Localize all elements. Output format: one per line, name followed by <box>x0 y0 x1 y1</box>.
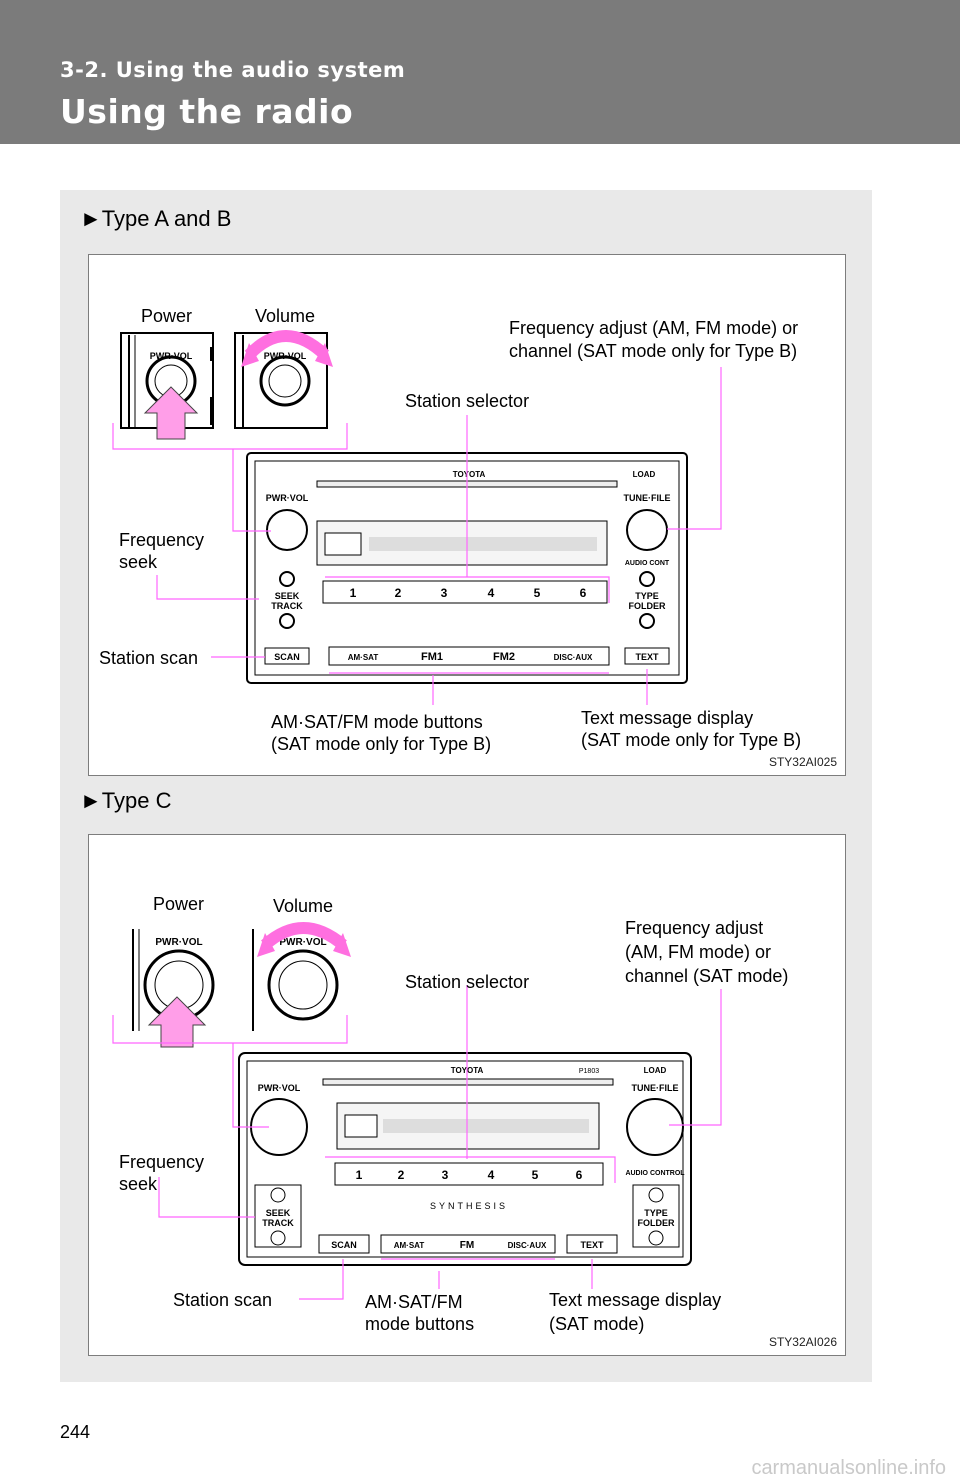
watermark: carmanualsonline.info <box>751 1457 946 1479</box>
radio-diagram-a: PWR·VOL PWR·VOL TOYOTA LOAD PWR·VOL TUNE… <box>112 330 722 705</box>
svg-text:PWR·VOL: PWR·VOL <box>150 351 193 361</box>
callout-text-display-c-1: Text message display <box>549 1290 722 1310</box>
svg-text:TUNE·FILE: TUNE·FILE <box>624 493 671 503</box>
callout-freq-seek-a-2: seek <box>119 552 158 572</box>
callout-volume-a: Volume <box>255 306 316 326</box>
svg-text:3: 3 <box>441 586 448 600</box>
svg-text:SYNTHESIS: SYNTHESIS <box>430 1201 508 1211</box>
page-title: Using the radio <box>60 92 354 131</box>
svg-text:6: 6 <box>576 1168 583 1182</box>
svg-text:PWR·VOL: PWR·VOL <box>155 937 202 948</box>
svg-text:5: 5 <box>534 586 541 600</box>
svg-text:1: 1 <box>356 1168 363 1182</box>
svg-text:4: 4 <box>488 586 495 600</box>
figure-id-a: STY32AI025 <box>768 755 837 769</box>
svg-text:DISC·AUX: DISC·AUX <box>554 653 593 662</box>
svg-text:TYPE: TYPE <box>635 591 659 601</box>
callout-text-display-a-1: Text message display <box>581 708 754 728</box>
callout-freq-adjust-c-3: channel (SAT mode) <box>625 966 789 986</box>
svg-text:DISC·AUX: DISC·AUX <box>508 1241 547 1250</box>
callout-power-a: Power <box>141 306 193 326</box>
callout-freq-adjust-a-1: Frequency adjust (AM, FM mode) or <box>509 318 799 338</box>
svg-text:SCAN: SCAN <box>331 1240 357 1250</box>
power-knob-inset: PWR·VOL <box>120 332 214 440</box>
volume-knob-inset-c: PWR·VOL <box>252 922 351 1031</box>
svg-text:AUDIO CONTROL: AUDIO CONTROL <box>625 1170 685 1177</box>
svg-text:6: 6 <box>580 586 587 600</box>
callout-station-selector-c: Station selector <box>405 972 530 992</box>
section-a-label: ►Type A and B <box>80 206 232 231</box>
section-subtitle: 3-2. Using the audio system <box>60 58 406 82</box>
svg-text:FM: FM <box>460 1240 474 1251</box>
radio-diagram-c: PWR·VOL PWR·VOL TOYOTA P1803 LOAD PWR·VO… <box>112 922 722 1300</box>
svg-text:1: 1 <box>350 586 357 600</box>
callout-lines-a <box>112 367 722 705</box>
callout-freq-adjust-c-1: Frequency adjust <box>625 918 764 938</box>
svg-text:AUDIO CONT: AUDIO CONT <box>625 560 670 567</box>
svg-text:FOLDER: FOLDER <box>629 601 666 611</box>
section-c-label: ►Type C <box>80 788 172 813</box>
callout-text-display-c-2: (SAT mode) <box>549 1314 645 1334</box>
callout-freq-seek-c-2: seek <box>119 1174 158 1194</box>
svg-text:FM2: FM2 <box>493 651 515 663</box>
svg-text:2: 2 <box>398 1168 405 1182</box>
callout-volume-c: Volume <box>273 896 334 916</box>
callout-station-selector-a: Station selector <box>405 391 530 411</box>
svg-text:TRACK: TRACK <box>262 1218 294 1228</box>
svg-text:TYPE: TYPE <box>644 1208 668 1218</box>
svg-text:3: 3 <box>442 1168 449 1182</box>
svg-text:PWR·VOL: PWR·VOL <box>264 351 307 361</box>
volume-knob-inset: PWR·VOL <box>234 330 333 429</box>
callout-freq-seek-a-1: Frequency <box>119 530 205 550</box>
svg-text:LOAD: LOAD <box>633 470 656 479</box>
callout-mode-buttons-a-1: AM·SAT/FM mode buttons <box>271 712 483 732</box>
figure-type-c: PWR·VOL PWR·VOL TOYOTA P1803 LOAD PWR·VO… <box>88 834 846 1356</box>
page-number: 244 <box>60 1422 91 1442</box>
figure-id-c: STY32AI026 <box>768 1335 837 1349</box>
svg-text:TEXT: TEXT <box>635 652 659 662</box>
svg-text:TOYOTA: TOYOTA <box>453 470 486 479</box>
callout-mode-buttons-c-2: mode buttons <box>365 1314 475 1334</box>
svg-text:FOLDER: FOLDER <box>638 1218 675 1228</box>
callout-station-scan-a: Station scan <box>99 648 199 668</box>
svg-text:FM1: FM1 <box>421 651 443 663</box>
svg-text:2: 2 <box>395 586 402 600</box>
svg-text:PWR·VOL: PWR·VOL <box>279 937 326 948</box>
callout-mode-buttons-c-1: AM·SAT/FM <box>365 1292 463 1312</box>
svg-text:LOAD: LOAD <box>644 1066 667 1075</box>
svg-text:TRACK: TRACK <box>271 601 303 611</box>
page-header: 3-2. Using the audio system Using the ra… <box>0 0 960 144</box>
svg-text:AM·SAT: AM·SAT <box>394 1241 425 1250</box>
callout-freq-adjust-a-2: channel (SAT mode only for Type B) <box>509 341 798 361</box>
svg-text:TUNE·FILE: TUNE·FILE <box>632 1083 679 1093</box>
svg-text:SCAN: SCAN <box>274 652 300 662</box>
svg-text:P1803: P1803 <box>579 1068 599 1075</box>
radio-unit-c: TOYOTA P1803 LOAD PWR·VOL TUNE·FILE AUDI… <box>238 1052 692 1266</box>
callout-text-display-a-2: (SAT mode only for Type B) <box>581 730 802 750</box>
figure-type-a-b: PWR·VOL PWR·VOL TOYOTA LOAD PWR·VOL TUNE… <box>88 254 846 776</box>
svg-text:SEEK: SEEK <box>266 1208 291 1218</box>
callout-mode-buttons-a-2: (SAT mode only for Type B) <box>271 734 492 754</box>
callout-lines-c <box>112 985 722 1300</box>
svg-text:SEEK: SEEK <box>275 591 300 601</box>
svg-text:4: 4 <box>488 1168 495 1182</box>
callout-freq-seek-c-1: Frequency <box>119 1152 205 1172</box>
svg-text:PWR·VOL: PWR·VOL <box>266 493 309 503</box>
svg-text:5: 5 <box>532 1168 539 1182</box>
power-knob-inset-c: PWR·VOL <box>132 929 215 1048</box>
svg-text:TEXT: TEXT <box>580 1240 604 1250</box>
svg-text:AM·SAT: AM·SAT <box>348 653 379 662</box>
callout-station-scan-c: Station scan <box>173 1290 273 1310</box>
callout-freq-adjust-c-2: (AM, FM mode) or <box>625 942 772 962</box>
svg-text:PWR·VOL: PWR·VOL <box>258 1083 301 1093</box>
callout-power-c: Power <box>153 894 205 914</box>
